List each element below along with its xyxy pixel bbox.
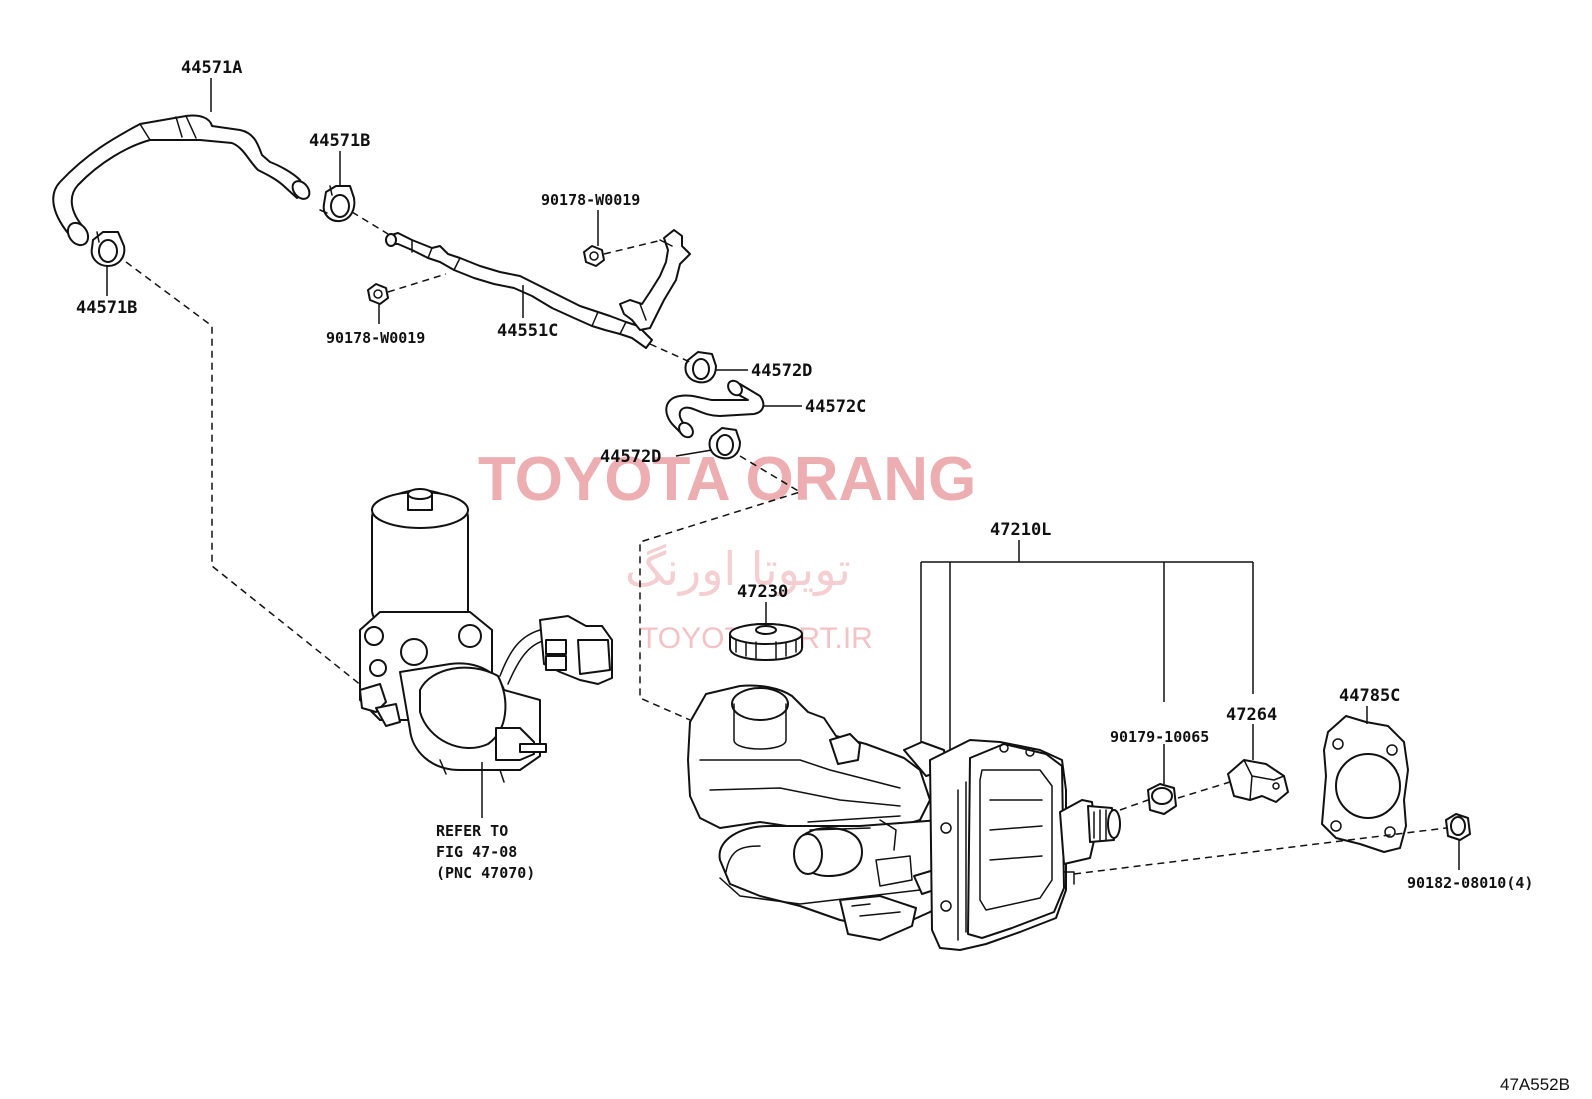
part-clamp-44572d-upper[interactable]	[684, 351, 717, 384]
watermark-persian: تویوتا اورنگ	[625, 542, 851, 597]
label-44571b-left: 44571B	[76, 298, 137, 318]
label-44571b-upper: 44571B	[309, 131, 370, 151]
label-44572d-upper: 44572D	[751, 361, 812, 381]
part-hose-44572c[interactable]	[665, 378, 765, 440]
label-44785c: 44785C	[1339, 686, 1400, 706]
reference-line-3: (PNC 47070)	[436, 864, 535, 882]
label-47210l: 47210L	[990, 520, 1051, 540]
part-clamp-44572d-lower[interactable]	[708, 427, 741, 460]
part-pipe-44551c[interactable]	[385, 232, 653, 349]
label-44571a: 44571A	[181, 58, 242, 78]
label-47264: 47264	[1226, 705, 1277, 725]
dash-clamp-pump	[125, 261, 363, 687]
label-47230: 47230	[737, 582, 788, 602]
reference-line-1: REFER TO	[436, 822, 508, 840]
part-nut-90179[interactable]	[1147, 783, 1177, 815]
label-44572c: 44572C	[805, 397, 866, 417]
part-clevis-47264[interactable]	[1227, 759, 1289, 803]
part-pump-motor[interactable]	[359, 488, 613, 783]
label-90178-mid: 90178-W0019	[326, 329, 425, 347]
dash-clamp-reservoir	[639, 455, 802, 721]
dash-clamp-pipe	[351, 211, 389, 235]
part-hose-44571a[interactable]	[52, 114, 313, 249]
reference-line-2: FIG 47-08	[436, 843, 517, 861]
label-44551c: 44551C	[497, 321, 558, 341]
leader-44572d-lower	[675, 449, 713, 457]
part-clamp-44571b-left[interactable]	[90, 231, 126, 267]
dash-booster-bolt	[1073, 827, 1447, 875]
diagram-code: 47A552B	[1500, 1075, 1570, 1094]
dash-rod-nut	[1119, 799, 1149, 811]
label-90179: 90179-10065	[1110, 728, 1209, 746]
label-44572d-lower: 44572D	[600, 447, 661, 467]
part-pipe-bracket[interactable]	[619, 229, 691, 331]
dash-pipe-clamp	[649, 343, 691, 363]
part-gasket-44785c[interactable]	[1321, 715, 1409, 853]
dash-bolt-mid	[387, 273, 447, 293]
label-90178-top: 90178-W0019	[541, 191, 640, 209]
part-bolt-90182[interactable]	[1445, 813, 1471, 841]
part-clamp-44571b-upper[interactable]	[319, 185, 356, 223]
part-bolt-90178-mid[interactable]	[367, 283, 389, 305]
part-master-cylinder-47210l[interactable]	[687, 684, 1121, 951]
dash-bolt-top	[603, 239, 663, 255]
part-reservoir-cap-47230[interactable]	[729, 623, 803, 661]
label-90182: 90182-08010(4)	[1407, 874, 1533, 892]
dash-nut-bracket	[1177, 781, 1231, 799]
part-bolt-90178-top[interactable]	[583, 245, 605, 267]
